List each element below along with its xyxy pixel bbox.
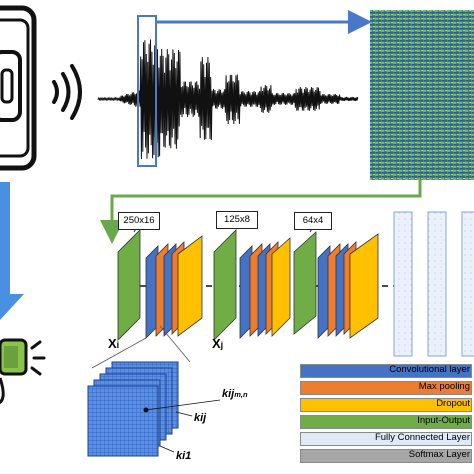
kernel-stack <box>87 325 221 457</box>
label-kij: kij <box>194 412 207 424</box>
label-xj: Xj <box>212 336 224 351</box>
legend-label: Max pooling <box>418 381 470 392</box>
waveform-plot <box>97 15 359 167</box>
legend-label: Fully Connected Layer <box>374 432 470 443</box>
alarm-device-icon <box>0 338 46 405</box>
legend-label: Dropout <box>436 398 470 409</box>
io-layer-3 <box>293 231 317 335</box>
spectrogram-plot <box>370 10 474 180</box>
input-layer-xi <box>117 229 141 341</box>
phone-icon <box>0 5 37 171</box>
label-kij-mn: kijm,n <box>222 388 248 400</box>
conv-block-3 <box>317 233 379 339</box>
label-ki1: ki1 <box>176 450 192 462</box>
legend-label: Convolutional layer <box>389 364 470 375</box>
window-selection <box>137 15 157 167</box>
conv-block-1 <box>145 235 203 339</box>
fc-layer-1 <box>393 211 413 357</box>
legend-label: Softmax Layer <box>408 449 470 460</box>
spectrogram-to-input-arrow <box>100 180 422 244</box>
conv-block-2 <box>239 237 291 339</box>
legend-label: Input-Output <box>417 415 470 426</box>
label-xi: Xi <box>108 336 120 351</box>
sound-wave-icon <box>52 64 82 120</box>
dim-box-1: 250x16 <box>118 212 160 230</box>
legend-swatch <box>300 398 472 412</box>
legend-swatch <box>300 415 472 429</box>
output-layer-xj <box>213 229 237 341</box>
arrow-down-icon <box>0 182 24 320</box>
fully-connected-layers <box>393 211 474 357</box>
fc-layer-3 <box>461 211 474 357</box>
legend-swatch <box>300 432 472 446</box>
legend-swatch <box>300 364 472 378</box>
dim-box-3: 64x4 <box>294 212 332 230</box>
legend-swatch <box>300 449 472 463</box>
dim-box-2: 125x8 <box>216 211 258 229</box>
fc-layer-2 <box>427 211 447 357</box>
legend-swatch <box>300 381 472 395</box>
